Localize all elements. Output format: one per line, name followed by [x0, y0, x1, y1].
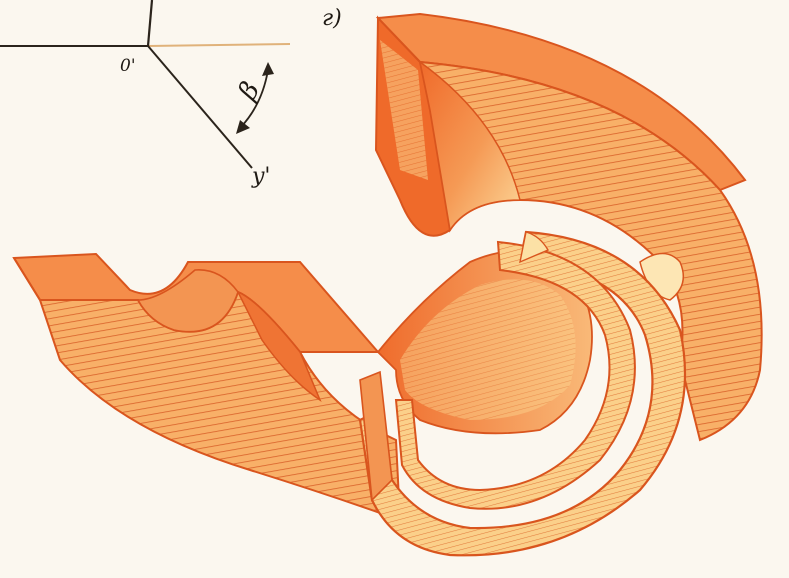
ring-front-cut — [359, 370, 393, 502]
ring-sections — [358, 230, 686, 557]
back-wall-inner-hatch — [380, 40, 428, 180]
back-wall-part — [374, 12, 763, 442]
origin-label: 0' — [120, 56, 136, 76]
y-axis-line — [147, 45, 253, 169]
angle-arrowhead-bottom — [236, 120, 250, 134]
angle-arrowhead-top — [262, 62, 274, 76]
z-axis-line — [146, 0, 154, 47]
panel-label: г) — [322, 6, 342, 31]
left-section-part — [12, 252, 402, 522]
upper-bore-surface — [418, 60, 521, 232]
ring-edge-highlight — [519, 231, 549, 264]
bore-surfaces — [376, 60, 685, 435]
back-wall-section-face — [418, 60, 763, 442]
coordinate-axes — [0, 0, 291, 169]
middle-ring — [394, 240, 636, 510]
x-axis-extension — [147, 43, 291, 47]
y-axis-label: y' — [252, 164, 271, 189]
left-inner-wall — [236, 290, 322, 402]
bore-hatch-overlay — [400, 279, 576, 420]
